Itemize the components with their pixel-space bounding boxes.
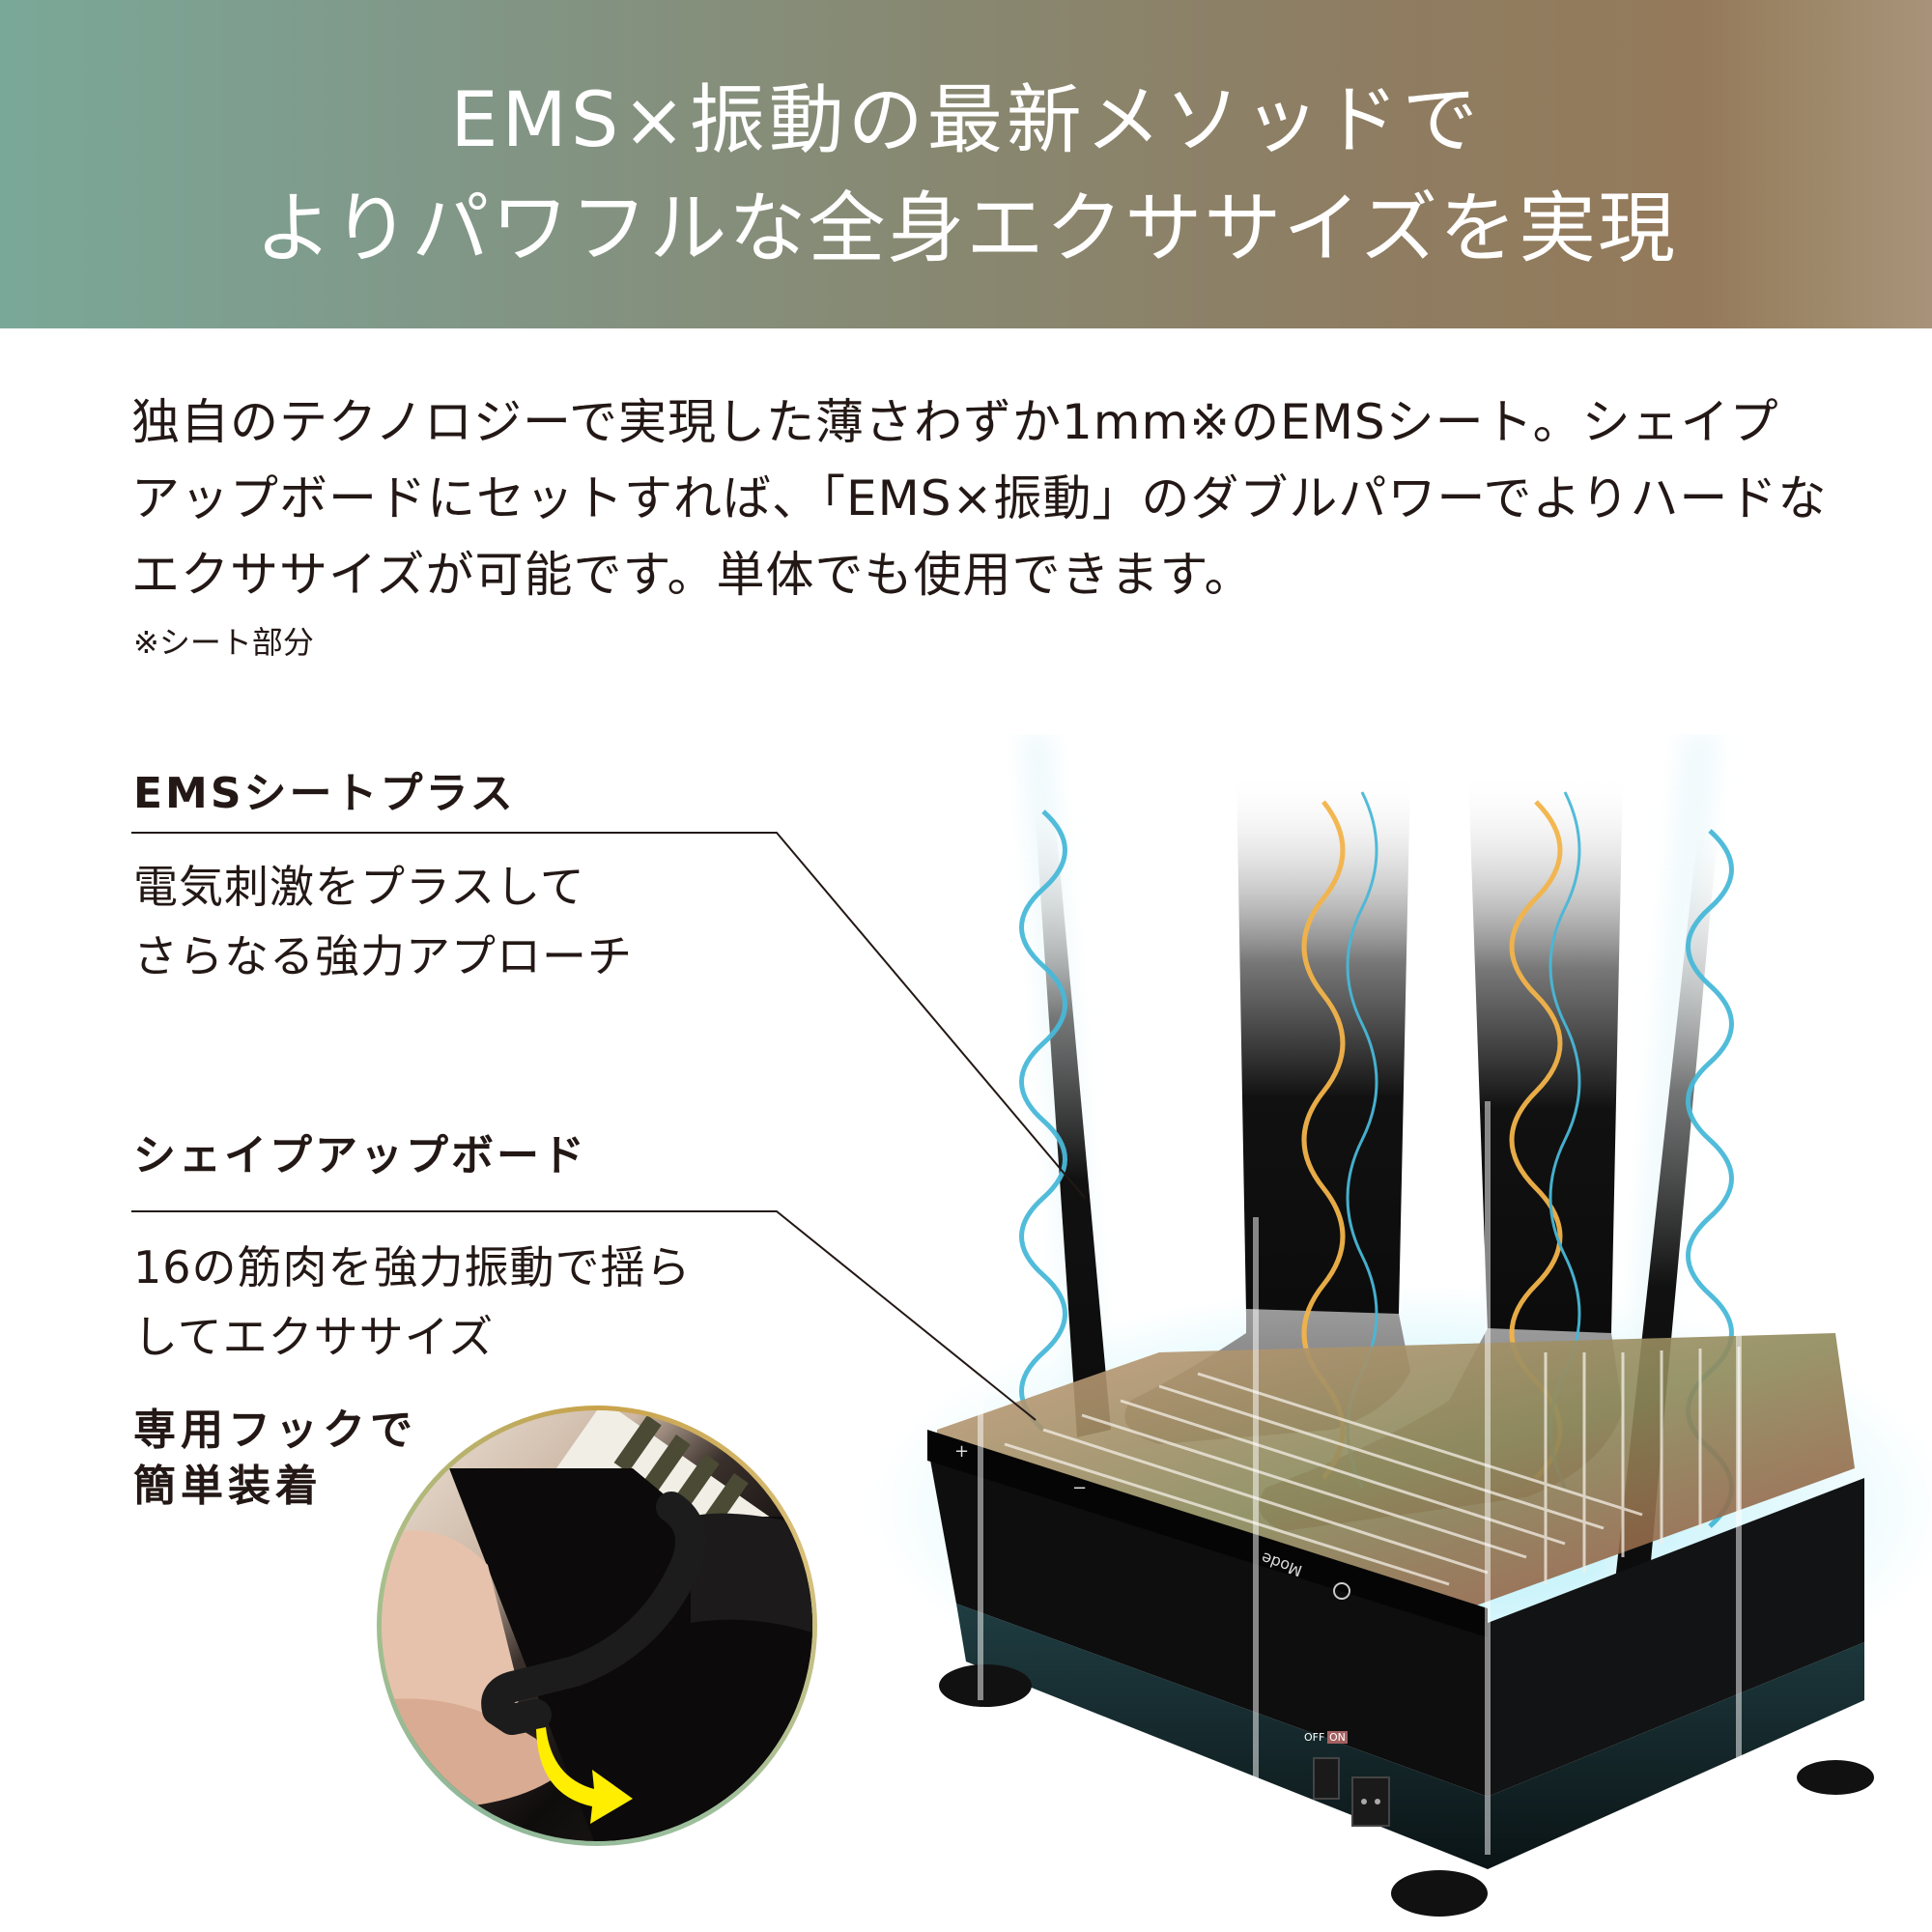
hook-inset-circle — [377, 1406, 817, 1846]
feature-description-ems-sheet: 電気刺激をプラスして さらなる強力アプローチ — [133, 852, 633, 991]
headline-line-1: EMS×振動の最新メソッドで — [450, 77, 1482, 164]
intro-line: 独自のテクノロジーで実現した薄さわずか1mm※のEMSシート。シェイプ — [131, 394, 1779, 450]
rotate-arrow-icon — [536, 1727, 633, 1824]
panel-plus-button: + — [954, 1441, 970, 1462]
rear-switch-on-label: ON — [1327, 1731, 1348, 1744]
board-body — [927, 1444, 1488, 1797]
feature-description-line: 電気刺激をプラスして — [133, 861, 585, 913]
intro-paragraph: 独自のテクノロジーで実現した薄さわずか1mm※のEMSシート。シェイプ アップボ… — [131, 384, 1832, 613]
board-top-surface — [937, 1333, 1855, 1608]
hook-label: 専用フックで 簡単装着 — [133, 1403, 417, 1515]
intro-line: アップボードにセットすれば、「EMS×振動」のダブルパワーでよりハードな — [131, 470, 1828, 526]
hook-label-line: 専用フックで — [133, 1406, 417, 1455]
power-icon — [1333, 1582, 1350, 1600]
feature-description-line: さらなる強力アプローチ — [133, 930, 633, 982]
rocker-switch — [1313, 1757, 1340, 1800]
power-socket — [1351, 1776, 1390, 1827]
headline-line-2: よりパワフルな全身エクササイズを実現 — [255, 184, 1677, 273]
hook-strap — [481, 1492, 706, 1735]
intro-line: エクササイズが可能です。単体でも使用できます。 — [131, 547, 1254, 603]
panel-minus-button: − — [1072, 1478, 1088, 1498]
footnote: ※シート部分 — [133, 624, 314, 661]
feature-description-line: 16の筋肉を強力振動で揺ら — [133, 1241, 692, 1293]
rear-switch-off-label: OFF — [1304, 1731, 1325, 1744]
feature-description-line: してエクササイズ — [133, 1311, 495, 1363]
product-illustration: + − Mode OFF ON — [869, 734, 1932, 1932]
board-skirt — [956, 1604, 1864, 1869]
feature-title-ems-sheet: EMSシートプラス — [133, 769, 516, 818]
hook-inset-photo — [382, 1410, 812, 1841]
header-banner: EMS×振動の最新メソッドで よりパワフルな全身エクササイズを実現 — [0, 0, 1932, 328]
feature-description-shape-up-board: 16の筋肉を強力振動で揺ら してエクササイズ — [133, 1233, 692, 1372]
feature-title-shape-up-board: シェイプアップボード — [133, 1131, 587, 1180]
hook-label-line: 簡単装着 — [133, 1462, 323, 1511]
